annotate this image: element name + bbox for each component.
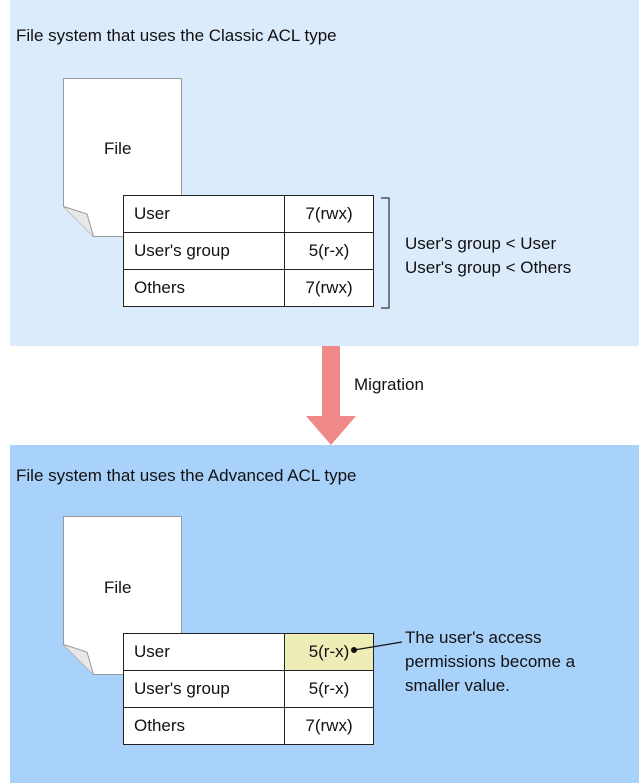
- row-group-value: 5(r-x): [284, 232, 374, 270]
- adv-row-group-value: 5(r-x): [284, 670, 374, 708]
- table-row: User 7(rwx): [123, 195, 374, 233]
- classic-note: User's group < User User's group < Other…: [405, 232, 571, 280]
- advanced-note: The user's access permissions become a s…: [405, 626, 575, 698]
- table-row: User's group 5(r-x): [123, 670, 374, 708]
- row-others-value: 7(rwx): [284, 269, 374, 307]
- adv-row-user-name: User: [123, 633, 285, 671]
- classic-file-label: File: [104, 139, 132, 158]
- advanced-panel-title: File system that uses the Advanced ACL t…: [16, 466, 357, 485]
- classic-note-line-1: User's group < User: [405, 234, 557, 253]
- callout-connector-icon: [351, 641, 403, 653]
- adv-row-group-name: User's group: [123, 670, 285, 708]
- table-row: User 5(r-x): [123, 633, 374, 671]
- advanced-note-line-1: The user's access: [405, 628, 542, 647]
- advanced-note-line-3: smaller value.: [405, 676, 510, 695]
- right-bracket-icon: [381, 197, 390, 309]
- classic-permission-table: User 7(rwx) User's group 5(r-x) Others 7…: [123, 195, 374, 307]
- adv-row-user-value-highlighted: 5(r-x): [284, 633, 374, 671]
- row-user-name: User: [123, 195, 285, 233]
- table-row: Others 7(rwx): [123, 269, 374, 307]
- table-row: User's group 5(r-x): [123, 232, 374, 270]
- adv-row-others-name: Others: [123, 707, 285, 745]
- row-user-value: 7(rwx): [284, 195, 374, 233]
- table-row: Others 7(rwx): [123, 707, 374, 745]
- classic-note-line-2: User's group < Others: [405, 258, 572, 277]
- migration-label: Migration: [354, 375, 424, 394]
- advanced-file-label: File: [104, 578, 132, 597]
- advanced-permission-table: User 5(r-x) User's group 5(r-x) Others 7…: [123, 633, 374, 745]
- row-group-name: User's group: [123, 232, 285, 270]
- adv-row-others-value: 7(rwx): [284, 707, 374, 745]
- advanced-note-line-2: permissions become a: [405, 652, 576, 671]
- migration-arrow-icon: [306, 346, 356, 445]
- classic-panel-title: File system that uses the Classic ACL ty…: [16, 26, 337, 45]
- row-others-name: Others: [123, 269, 285, 307]
